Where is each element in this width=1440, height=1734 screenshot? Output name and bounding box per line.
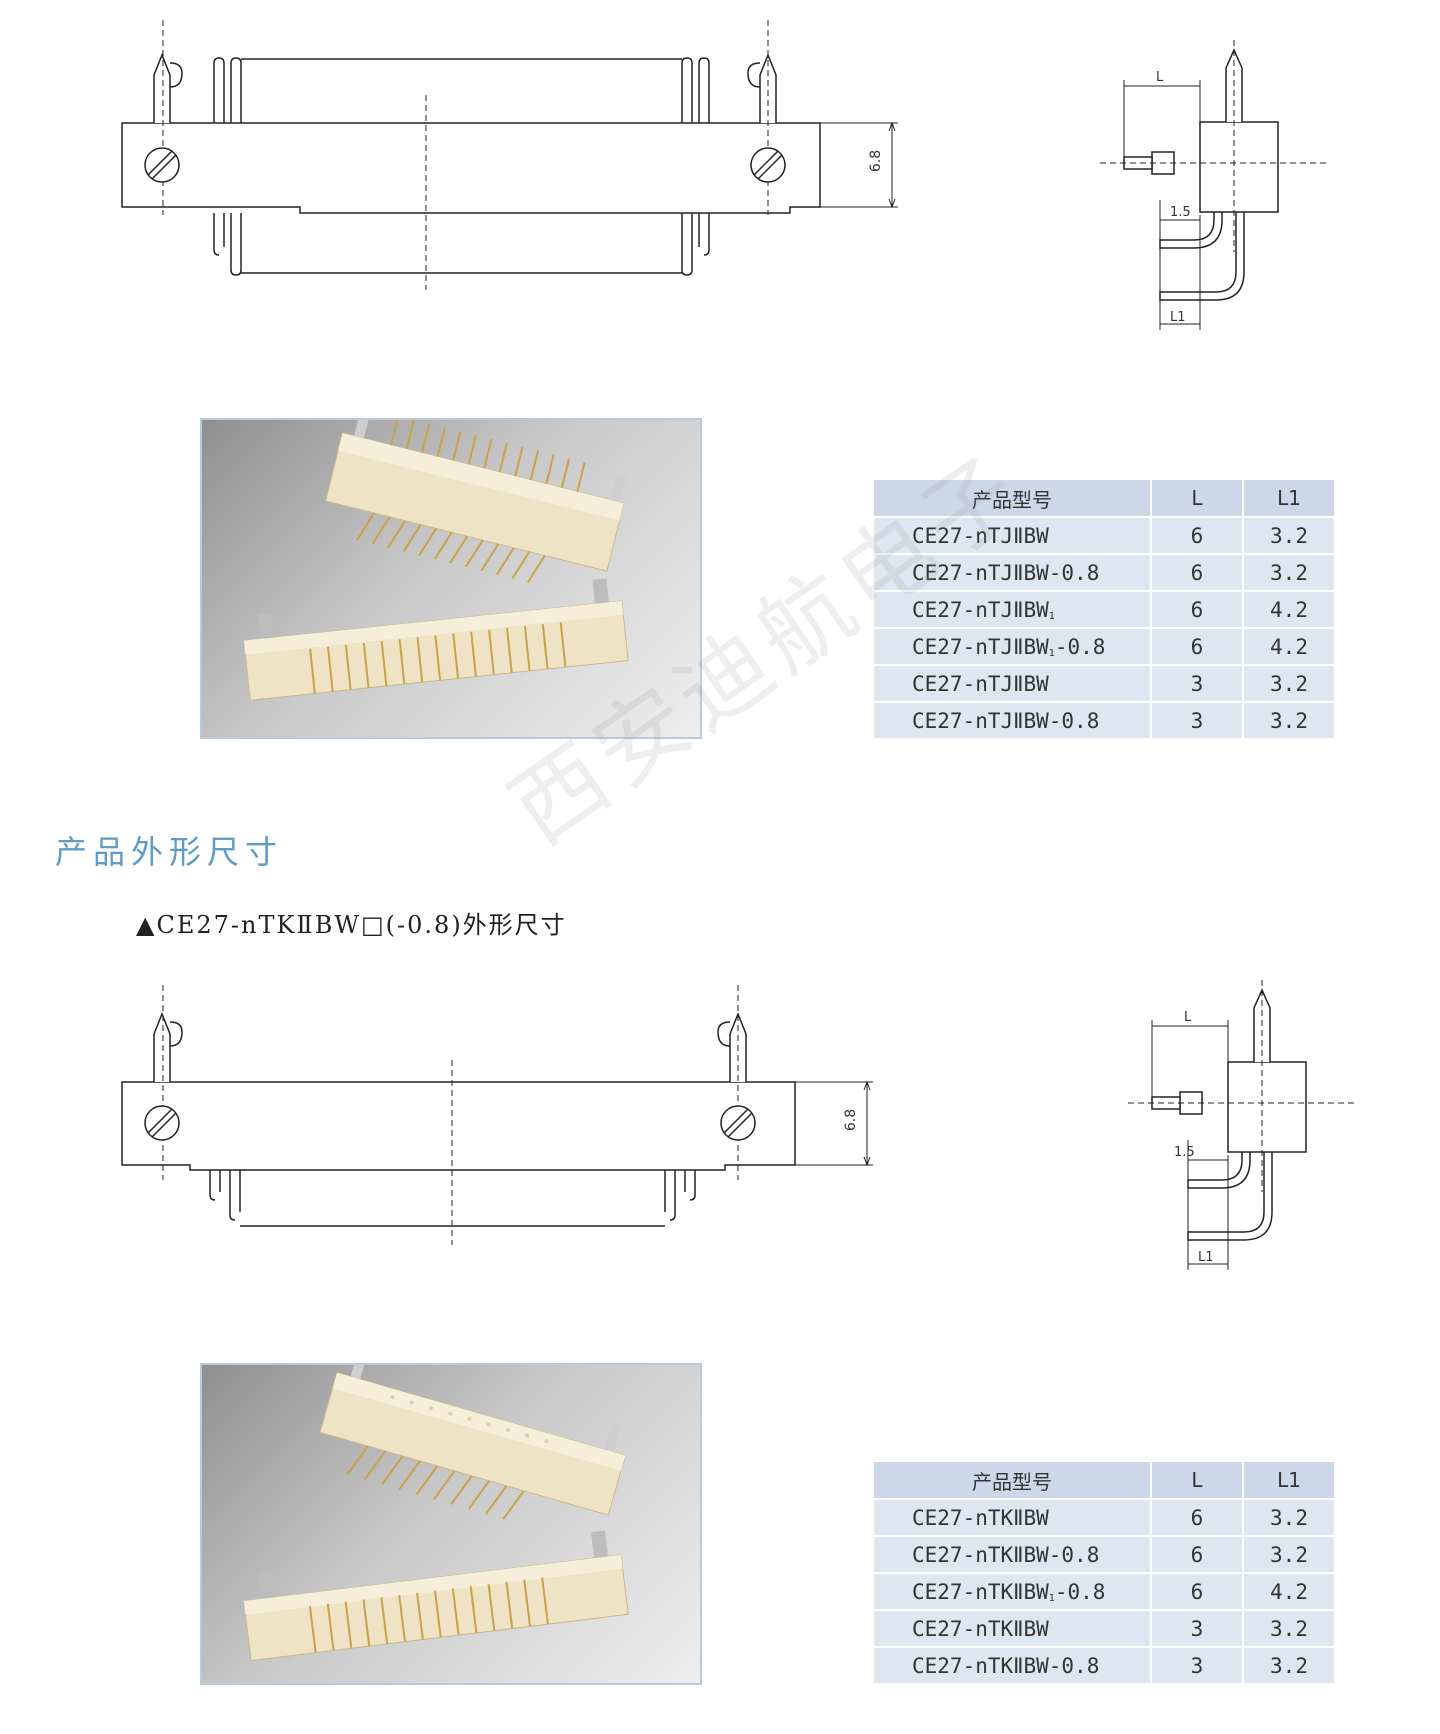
cell-L1: 3.2 (1243, 517, 1336, 555)
spec-table-1: 产品型号 L L1 CE27-nTJⅡBW 6 3.2 CE27-nTJⅡBW-… (874, 480, 1336, 740)
cell-L: 3 (1151, 665, 1244, 703)
cell-L: 3 (1151, 1610, 1244, 1648)
cell-L: 6 (1151, 1499, 1244, 1537)
table-row: CE27-nTJⅡBW1 6 4.2 (874, 591, 1336, 629)
cell-L1: 3.2 (1243, 665, 1336, 703)
table-row: CE27-nTKⅡBW-0.8 6 3.2 (874, 1536, 1336, 1574)
table-row: CE27-nTKⅡBW1-0.8 6 4.2 (874, 1573, 1336, 1611)
drawing-caption: ▲CE27-nTKⅡBW□(-0.8)外形尺寸 (136, 911, 567, 939)
product-photo-2 (200, 1363, 702, 1685)
cell-model: CE27-nTKⅡBW (874, 1499, 1152, 1537)
table-row: CE27-nTKⅡBW-0.8 3 3.2 (874, 1647, 1336, 1685)
cell-L: 6 (1151, 591, 1244, 629)
cell-L1: 3.2 (1243, 1536, 1336, 1574)
cell-model: CE27-nTJⅡBW (874, 665, 1152, 703)
cell-L: 6 (1151, 554, 1244, 592)
product-photo-1 (200, 418, 702, 739)
col-header-L: L (1151, 1462, 1244, 1500)
side-dim-offset-label: 1.5 (1170, 205, 1191, 220)
table-row: CE27-nTKⅡBW 3 3.2 (874, 1610, 1336, 1648)
front-view-drawing-2: 6.8 (110, 980, 910, 1255)
side-dim-L1-label: L1 (1170, 310, 1186, 325)
cell-L1: 3.2 (1243, 1647, 1336, 1685)
cell-L1: 3.2 (1243, 702, 1336, 740)
side-view-drawing-1: L 1.5 L1 (1100, 40, 1340, 340)
cell-L: 6 (1151, 517, 1244, 555)
col-header-L: L (1151, 480, 1244, 518)
front-view-drawing-1: 6.8 (110, 15, 930, 300)
cell-L: 6 (1151, 1573, 1244, 1611)
cell-L: 6 (1151, 628, 1244, 666)
cell-L1: 4.2 (1243, 591, 1336, 629)
cell-L: 3 (1151, 702, 1244, 740)
cell-model: CE27-nTJⅡBW (874, 517, 1152, 555)
cell-model: CE27-nTKⅡBW-0.8 (874, 1647, 1152, 1685)
table-header-row: 产品型号 L L1 (874, 1462, 1336, 1500)
col-header-model: 产品型号 (874, 480, 1152, 518)
dim-height-label: 6.8 (868, 149, 885, 173)
table-row: CE27-nTJⅡBW-0.8 6 3.2 (874, 554, 1336, 592)
table-header-row: 产品型号 L L1 (874, 480, 1336, 518)
cell-L1: 4.2 (1243, 1573, 1336, 1611)
cell-model: CE27-nTKⅡBW-0.8 (874, 1536, 1152, 1574)
side-dim-offset-label: 1.5 (1174, 1145, 1195, 1160)
table-row: CE27-nTJⅡBW1-0.8 6 4.2 (874, 628, 1336, 666)
cell-model: CE27-nTKⅡBW (874, 1610, 1152, 1648)
col-header-model: 产品型号 (874, 1462, 1152, 1500)
cell-L1: 3.2 (1243, 554, 1336, 592)
side-dim-L-label: L (1156, 70, 1164, 85)
table-row: CE27-nTKⅡBW 6 3.2 (874, 1499, 1336, 1537)
cell-model: CE27-nTJⅡBW1-0.8 (874, 628, 1152, 666)
cell-L1: 3.2 (1243, 1610, 1336, 1648)
section-title: 产品外形尺寸 (55, 833, 284, 871)
table-row: CE27-nTJⅡBW 3 3.2 (874, 665, 1336, 703)
side-dim-L1-label: L1 (1198, 1250, 1214, 1265)
table-row: CE27-nTJⅡBW 6 3.2 (874, 517, 1336, 555)
col-header-L1: L1 (1243, 1462, 1336, 1500)
cell-model: CE27-nTJⅡBW-0.8 (874, 702, 1152, 740)
dim-height-label: 6.8 (843, 1108, 860, 1132)
table-row: CE27-nTJⅡBW-0.8 3 3.2 (874, 702, 1336, 740)
col-header-L1: L1 (1243, 480, 1336, 518)
cell-model: CE27-nTJⅡBW1 (874, 591, 1152, 629)
cell-L: 3 (1151, 1647, 1244, 1685)
spec-table-2: 产品型号 L L1 CE27-nTKⅡBW 6 3.2 CE27-nTKⅡBW-… (874, 1462, 1336, 1685)
cell-L1: 3.2 (1243, 1499, 1336, 1537)
side-view-drawing-2: L 1.5 L1 (1128, 980, 1368, 1280)
cell-model: CE27-nTKⅡBW1-0.8 (874, 1573, 1152, 1611)
cell-model: CE27-nTJⅡBW-0.8 (874, 554, 1152, 592)
cell-L: 6 (1151, 1536, 1244, 1574)
side-dim-L-label: L (1184, 1010, 1192, 1025)
cell-L1: 4.2 (1243, 628, 1336, 666)
